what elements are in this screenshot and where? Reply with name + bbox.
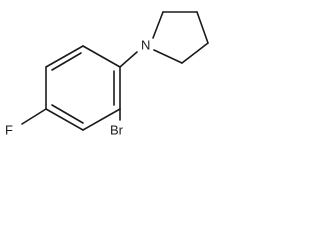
pyrrolidine-bond-cd-n (153, 49, 183, 64)
ring-bond-c3-c4 (82, 108, 121, 131)
pyrrolidine-bond-cb-cc (196, 11, 209, 44)
ring-bond-c6-c1 (45, 45, 84, 68)
bond-ring-to-nitrogen (119, 51, 138, 68)
pyrrolidine-bond-n-ca (152, 11, 164, 39)
ring-bond-c1-c2 (82, 45, 121, 68)
nitrogen-atom-label: N (141, 38, 150, 53)
bond-ring-to-fluorine (21, 108, 47, 125)
double-bond-inner-c1-c6 (51, 52, 82, 71)
fluorine-atom-label: F (5, 123, 13, 138)
pyrrolidine-bond-cc-cd (181, 42, 209, 64)
double-bond-inner-c4-c5 (51, 104, 84, 124)
bromine-atom-label: Br (110, 123, 124, 138)
ring-bond-c4-c5 (45, 108, 84, 131)
chemical-structure-diagram: N Br F (5, 11, 209, 138)
